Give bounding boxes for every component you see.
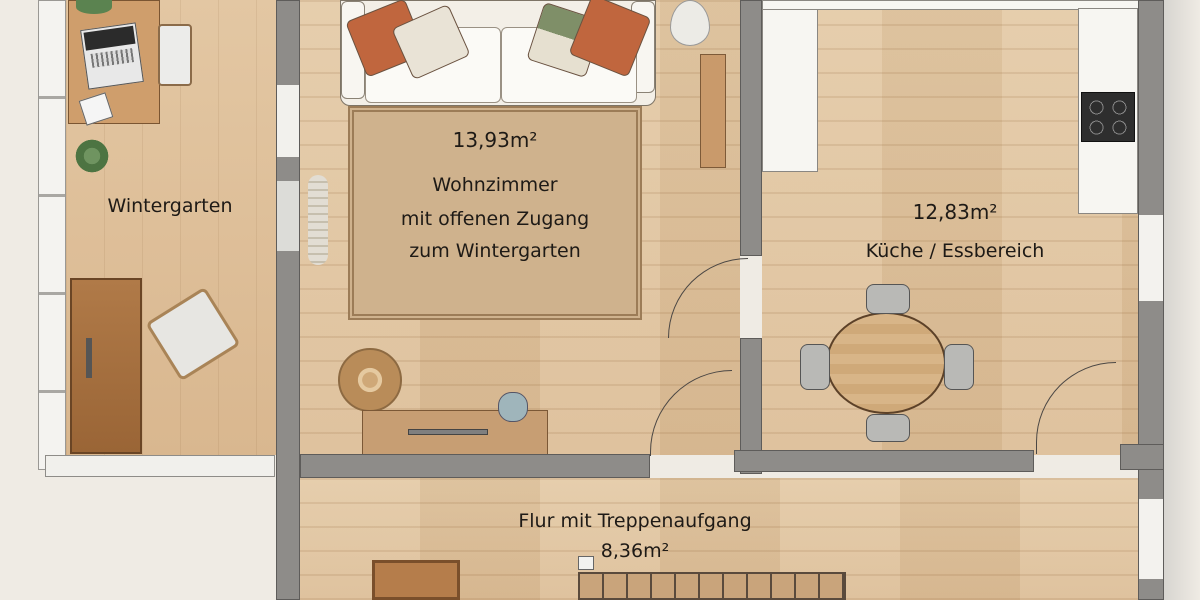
wintergarten-cabinet bbox=[70, 278, 142, 454]
wall-living-kitchen-lower bbox=[740, 338, 762, 474]
wall-living-hall bbox=[300, 454, 650, 478]
front-door[interactable] bbox=[372, 560, 460, 600]
decor-figurine bbox=[498, 392, 528, 422]
wall-east bbox=[1138, 0, 1164, 600]
wall-kitchen-hall bbox=[734, 450, 1034, 472]
cooktop-icon bbox=[1081, 92, 1135, 142]
room-label-wintergarten: Wintergarten bbox=[107, 195, 233, 217]
wall-stub-kitchen-hall bbox=[1120, 444, 1164, 470]
dining-chair-bottom bbox=[866, 414, 910, 442]
room-label-wohnzimmer-line2: mit offenen Zugang bbox=[400, 208, 590, 230]
desk-chair bbox=[158, 24, 192, 86]
plant-icon bbox=[72, 138, 112, 174]
wall-hanging bbox=[308, 175, 328, 265]
wall-wintergarten-east bbox=[276, 0, 300, 600]
room-label-flur: Flur mit Treppenaufgang bbox=[518, 510, 752, 532]
side-table bbox=[700, 54, 726, 168]
rug bbox=[348, 106, 642, 320]
dining-chair-top bbox=[866, 284, 910, 314]
kitchen-counter-left bbox=[762, 8, 818, 172]
light-switch bbox=[578, 556, 594, 570]
room-area-kueche: 12,83m² bbox=[912, 200, 998, 224]
wall-living-kitchen-upper bbox=[740, 0, 762, 256]
dining-table bbox=[826, 312, 946, 414]
laptop-icon bbox=[80, 22, 144, 90]
room-label-wohnzimmer-line3: zum Wintergarten bbox=[409, 240, 581, 262]
tv-icon bbox=[408, 429, 488, 435]
cabinet-handle bbox=[86, 338, 92, 378]
decor-leaf bbox=[670, 0, 710, 46]
wintergarten-bottom-rail bbox=[45, 455, 275, 477]
wintergarten-glass-wall bbox=[38, 0, 66, 470]
room-label-kueche: Küche / Essbereich bbox=[865, 240, 1045, 262]
room-area-wohnzimmer: 13,93m² bbox=[452, 128, 538, 152]
dining-chair-left bbox=[800, 344, 830, 390]
basket bbox=[338, 348, 402, 412]
exterior-wash bbox=[1164, 0, 1200, 600]
dining-chair-right bbox=[944, 344, 974, 390]
room-label-wohnzimmer-line1: Wohnzimmer bbox=[432, 174, 558, 196]
plant-icon bbox=[76, 0, 112, 14]
room-area-flur: 8,36m² bbox=[600, 540, 670, 562]
staircase bbox=[578, 572, 846, 600]
